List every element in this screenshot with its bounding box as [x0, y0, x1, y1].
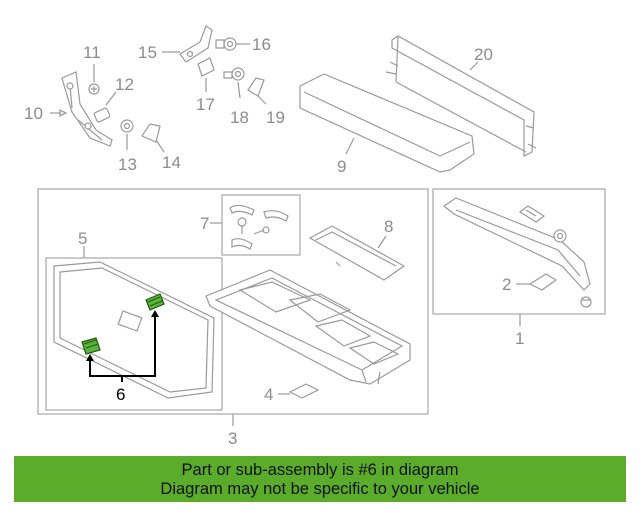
callout-6: 6 [116, 385, 125, 404]
callout-10: 10 [24, 104, 43, 123]
callout-2: 2 [502, 275, 511, 294]
part-2-clip [528, 273, 558, 291]
assembly-box-1 [432, 188, 606, 315]
part-18-bolt [223, 67, 245, 99]
callout-17: 17 [196, 95, 215, 114]
callout-19: 19 [266, 108, 285, 127]
callout-11: 11 [83, 43, 101, 62]
part-1-scuff-plate [442, 197, 592, 308]
callout-15: 15 [138, 43, 157, 62]
callout-3: 3 [228, 429, 237, 448]
part-9-shelf [299, 73, 475, 173]
callout-14: 14 [162, 153, 181, 172]
part-14-plate [141, 123, 161, 143]
banner-line-1: Part or sub-assembly is #6 in diagram [181, 461, 459, 479]
trim-panel [53, 261, 215, 399]
callout-12: 12 [115, 75, 134, 94]
part-16-bolt [215, 37, 250, 51]
bracket-group: 10 11 12 13 14 [24, 43, 181, 174]
callout-18: 18 [230, 108, 249, 127]
callout-7: 7 [200, 214, 209, 233]
part-10-bracket [61, 71, 113, 147]
part-11-screw [88, 64, 100, 95]
load-floor-tray [205, 269, 411, 385]
assembly-box-7 [221, 194, 301, 256]
part-4-clip [288, 383, 320, 399]
callout-13: 13 [118, 155, 137, 174]
callout-8: 8 [384, 217, 393, 236]
part-7-handles [229, 204, 289, 250]
banner-line-2: Diagram may not be specific to your vehi… [160, 480, 480, 498]
callout-1: 1 [515, 329, 524, 348]
part-12-clip [93, 107, 111, 123]
parts-diagram: 10 11 12 13 14 15 16 [24, 25, 606, 448]
part-20-cover [385, 35, 537, 157]
callout-20: 20 [474, 45, 493, 64]
part-13-bolt [120, 119, 134, 150]
part-15-hinge [179, 25, 213, 63]
part-8-lid [308, 225, 406, 281]
part-19-plate [247, 77, 265, 97]
callout-4: 4 [264, 385, 273, 404]
info-banner: Part or sub-assembly is #6 in diagram Di… [14, 456, 626, 502]
part-17-clip [197, 57, 215, 77]
callout-5: 5 [78, 229, 87, 248]
callout-16: 16 [252, 35, 271, 54]
callout-9: 9 [337, 157, 346, 176]
hinge-group: 15 16 17 18 19 [138, 25, 285, 127]
assembly-box-5 [45, 257, 223, 411]
part-6-clips [81, 293, 165, 382]
